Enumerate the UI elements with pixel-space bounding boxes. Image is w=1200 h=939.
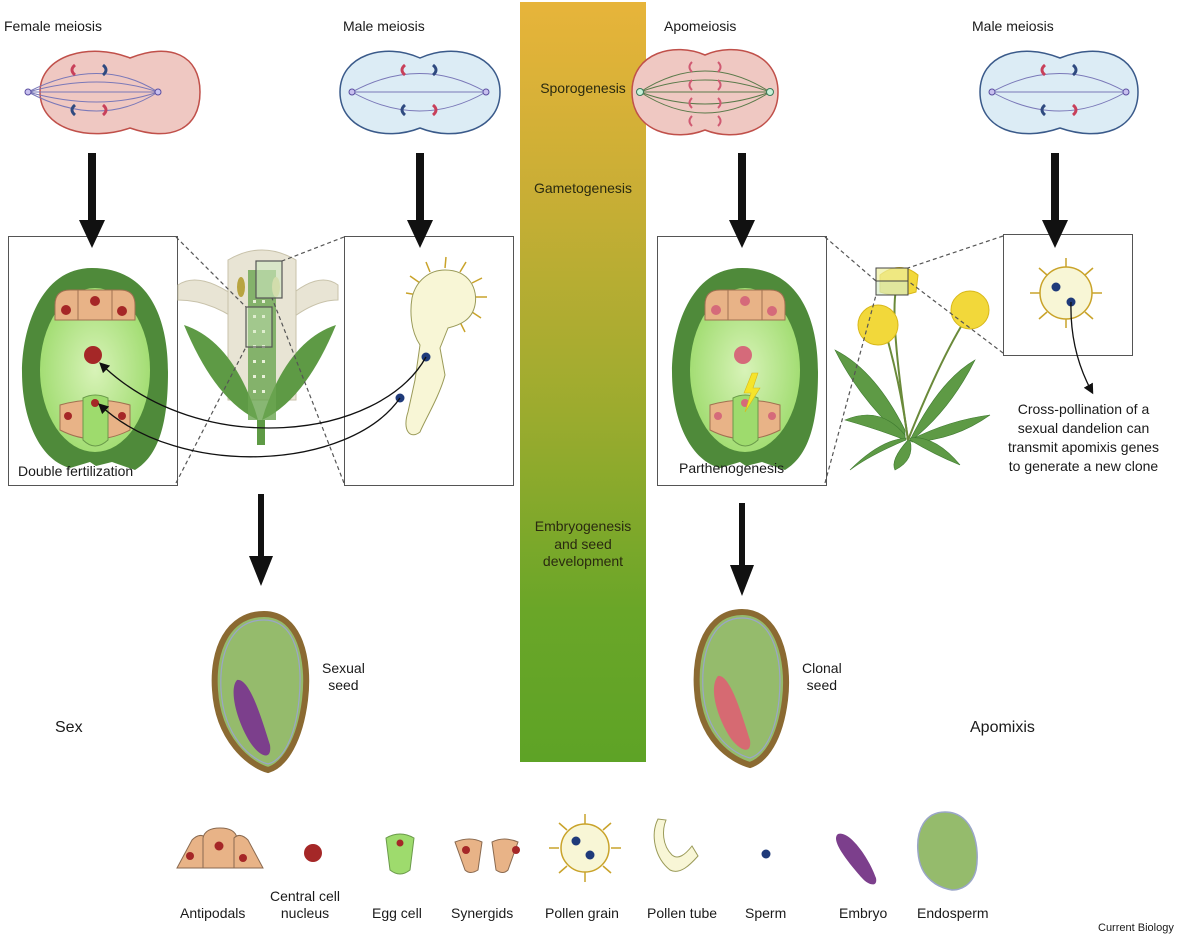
male-meiosis-cell-right	[979, 50, 1139, 135]
developmental-stage-bar: Sporogenesis Gametogenesis Embryogenesis…	[520, 2, 646, 762]
stage-embryogenesis-line1: Embryogenesis	[534, 518, 632, 534]
embryo-sac-sexual	[22, 268, 168, 470]
legend-label-antipodals: Antipodals	[180, 905, 246, 921]
legend-label-embryo: Embryo	[839, 905, 888, 921]
arrow-male-to-pollen-right	[1042, 153, 1068, 248]
pollen-grain-right	[1030, 258, 1102, 328]
legend-label-sperm: Sperm	[745, 905, 787, 921]
pollen-grain-icon	[549, 814, 621, 882]
arrow-to-clonal-seed	[730, 503, 754, 596]
apomixis-title: Apomixis	[970, 719, 1035, 736]
legend-label-endosperm: Endosperm	[917, 905, 989, 921]
stage-gametogenesis: Gametogenesis	[533, 180, 633, 196]
arrow-female-to-sac	[79, 153, 105, 248]
embryo-sac-apomictic	[672, 268, 818, 470]
sexual-seed-label-line1: Sexual	[322, 660, 365, 676]
double-fertilization-label: Double fertilization	[18, 463, 134, 479]
clonal-seed-label-line2: seed	[806, 676, 838, 693]
female-meiosis-cell	[24, 50, 201, 135]
stage-embryogenesis-line3: development	[542, 553, 624, 569]
sperm-icon	[761, 849, 771, 859]
endosperm-icon	[917, 811, 978, 891]
synergids-icon	[454, 838, 520, 873]
note-line2: sexual dandelion can	[1017, 419, 1150, 436]
cross-pollination-note: Cross-pollination of a sexual dandelion …	[1008, 400, 1159, 476]
arrow-to-sexual-seed	[249, 494, 273, 586]
male-meiosis-label-left: Male meiosis	[343, 18, 425, 34]
clonal-seed-label-line1: Clonal	[802, 660, 842, 676]
zoom-lines-right	[824, 235, 1004, 484]
legend-label-pollen-tube: Pollen tube	[647, 905, 718, 921]
embryo-icon	[836, 833, 877, 885]
sex-title: Sex	[55, 719, 83, 736]
arrow-apomeiosis-to-sac	[729, 153, 755, 248]
sperm-to-egg-cell-arrow	[98, 397, 401, 458]
clonal-seed-label: Clonal seed	[802, 660, 842, 694]
parthenogenesis-label: Parthenogenesis	[679, 460, 785, 476]
arrow-male-to-pollen-left	[407, 153, 433, 248]
cross-pollination-arrow	[1070, 301, 1094, 395]
apomeiosis-cell	[631, 48, 779, 136]
note-line1: Cross-pollination of a	[1017, 401, 1150, 417]
egg-cell-icon	[385, 833, 415, 875]
pollen-tube-icon	[653, 818, 699, 872]
clonal-seed	[693, 608, 790, 769]
stage-sporogenesis: Sporogenesis	[540, 80, 626, 96]
sexual-seed-label: Sexual seed	[322, 660, 365, 694]
note-line3: transmit apomixis genes	[1008, 438, 1159, 455]
central-cell-nucleus-icon	[304, 844, 322, 862]
zoom-lines-left	[175, 236, 345, 484]
dandelion-illustration	[834, 267, 991, 471]
antipodals-icon	[176, 827, 264, 869]
stage-embryogenesis-line2: and seed	[554, 535, 612, 552]
female-meiosis-label: Female meiosis	[4, 18, 103, 34]
flower-illustration	[177, 249, 339, 445]
legend-label-pollen-grain: Pollen grain	[545, 905, 619, 921]
sperm-to-central-cell-arrow	[99, 356, 427, 429]
lightning-icon	[743, 372, 761, 413]
legend-label-central-line1: Central cell	[270, 888, 341, 904]
male-meiosis-cell-left	[339, 50, 501, 135]
journal-credit: Current Biology	[1098, 922, 1174, 934]
legend-label-central-cell-nucleus: Central cell nucleus	[270, 888, 340, 922]
pollen-grain-germinating	[395, 256, 487, 436]
note-line4: to generate a new clone	[1008, 457, 1159, 474]
legend-label-egg-cell: Egg cell	[372, 905, 422, 921]
stage-embryogenesis: Embryogenesis and seed development	[520, 518, 646, 571]
male-meiosis-label-right: Male meiosis	[972, 18, 1054, 34]
apomeiosis-label: Apomeiosis	[664, 18, 737, 34]
legend-label-central-line2: nucleus	[280, 904, 330, 921]
sexual-seed-label-line2: seed	[328, 676, 359, 693]
sexual-seed	[211, 610, 310, 774]
legend-label-synergids: Synergids	[451, 905, 514, 921]
